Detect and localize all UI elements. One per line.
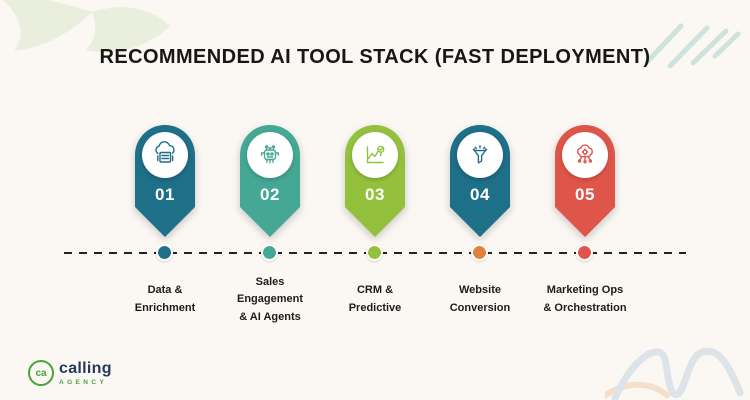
timeline-dot-02: [261, 244, 278, 261]
step-label-01: Data & Enrichment: [134, 284, 196, 314]
step-pin-03: 03: [345, 125, 405, 237]
step-icon-circle: [352, 132, 398, 178]
step-label-05: Marketing Ops & Orchestration: [543, 284, 627, 314]
step-icon-circle: [457, 132, 503, 178]
timeline-dot-01: [156, 244, 173, 261]
logo-subtitle: AGENCY: [59, 378, 108, 386]
ai-bot-icon: [260, 145, 280, 164]
calling-agency-logo: ca calling AGENCY: [28, 360, 112, 386]
logo-monogram-text: ca: [35, 367, 47, 379]
step-pin-05: 05: [555, 125, 615, 237]
step-pin-04: 04: [450, 125, 510, 237]
logo-text: calling AGENCY: [59, 359, 112, 386]
step-label-03: CRM & Predictive: [348, 284, 402, 314]
step-number: 01: [155, 185, 175, 204]
step-icon-circle: [142, 132, 188, 178]
step-number: 03: [365, 185, 385, 204]
step-icon-circle: [247, 132, 293, 178]
timeline-dot-04: [471, 244, 488, 261]
logo-name: calling: [59, 359, 112, 377]
step-number: 02: [260, 185, 280, 204]
timeline-dot-03: [366, 244, 383, 261]
page-title: RECOMMENDED AI TOOL STACK (FAST DEPLOYME…: [99, 46, 651, 68]
step-pin-01: 01: [135, 125, 195, 237]
step-pin-02: 02: [240, 125, 300, 237]
cloud-database-icon: [155, 141, 175, 163]
timeline-dot-05: [576, 244, 593, 261]
step-icon-circle: [562, 132, 608, 178]
conversion-funnel-icon: [472, 145, 488, 164]
orchestration-icon: [577, 144, 593, 164]
step-number: 05: [575, 185, 595, 204]
logo-monogram: ca: [28, 360, 54, 386]
squiggle-decoration: [605, 347, 744, 400]
step-number: 04: [470, 185, 490, 204]
step-label-02: Sales Engagement & AI Agents: [236, 275, 303, 323]
analytics-chart-icon: [366, 145, 385, 164]
step-label-04: Website Conversion: [449, 284, 511, 314]
